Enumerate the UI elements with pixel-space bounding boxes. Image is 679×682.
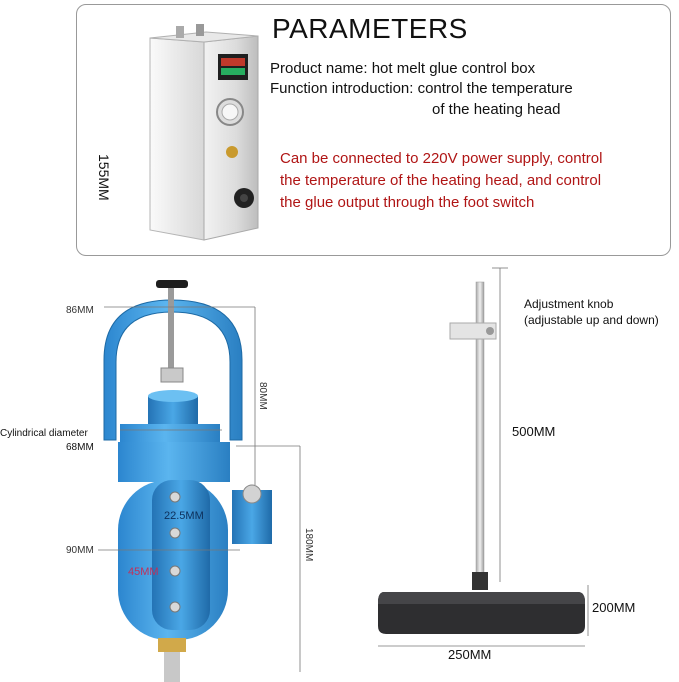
hole-span-label: 45MM xyxy=(128,566,159,578)
knob-label: Adjustment knob xyxy=(524,297,614,311)
cylindrical-value: 68MM xyxy=(66,442,94,453)
function-line-2: of the heating head xyxy=(432,101,561,118)
cylindrical-label: Cylindrical diameter xyxy=(0,428,88,439)
parameters-title: PARAMETERS xyxy=(272,13,468,44)
knob-note: (adjustable up and down) xyxy=(524,313,659,327)
power-description: Can be connected to 220V power supply, c… xyxy=(280,150,603,211)
rod-height-label: 500MM xyxy=(512,424,556,439)
product-name: Product name: hot melt glue control box xyxy=(270,60,536,77)
base-depth-label: 200MM xyxy=(592,600,636,615)
lower-width-label: 90MM xyxy=(66,545,94,556)
base-width-label: 250MM xyxy=(448,647,492,662)
top-width-label: 86MM xyxy=(66,305,94,316)
hole-spacing-label: 22.5MM xyxy=(164,510,204,522)
function-line-1: Function introduction: control the tempe… xyxy=(270,80,573,97)
